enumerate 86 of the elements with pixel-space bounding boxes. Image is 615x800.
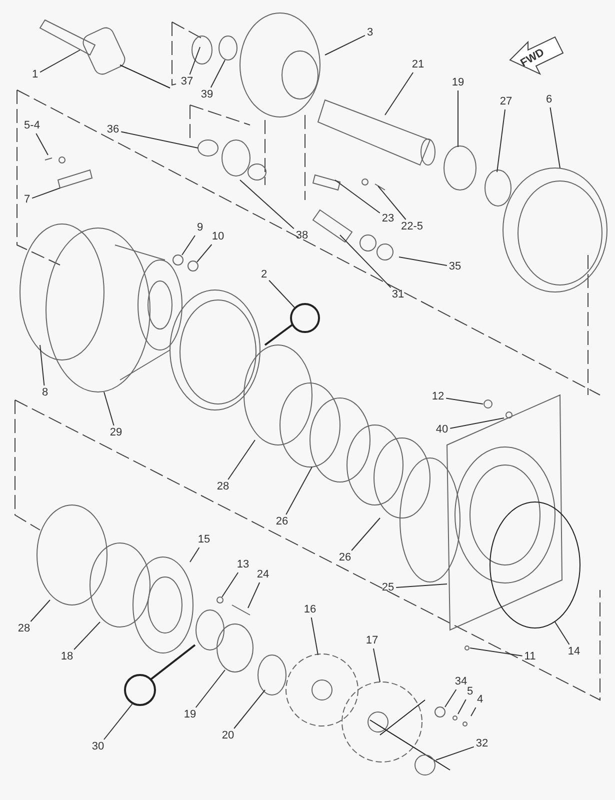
callout-number: 17: [364, 634, 380, 648]
callout-number: 35: [448, 260, 462, 274]
leader-line: [182, 235, 196, 256]
leader-line: [458, 699, 466, 714]
leader-line: [36, 133, 48, 156]
callout-number: 19: [182, 708, 198, 722]
callout-number: 26: [338, 552, 352, 564]
leader-line: [554, 622, 570, 645]
callout-number: 25: [380, 582, 396, 594]
leader-line: [444, 689, 457, 708]
leader-line: [196, 244, 212, 262]
callout-number: 5-4: [23, 120, 41, 132]
leader-line: [74, 622, 100, 650]
leader-line: [351, 518, 380, 551]
callout-number: 30: [90, 740, 106, 754]
callout-number: 38: [294, 230, 310, 242]
leader-line: [40, 50, 80, 73]
leader-line: [286, 466, 312, 515]
callout-number: 12: [430, 390, 446, 404]
callout-number: 21: [410, 58, 426, 72]
leader-line: [436, 746, 474, 760]
leader-line: [496, 109, 506, 172]
leader-line: [268, 280, 296, 308]
callout-number: 34: [454, 676, 468, 688]
callout-number: 26: [274, 516, 290, 528]
callout-number: 22-5: [400, 220, 424, 234]
leader-line: [120, 131, 198, 148]
callout-number: 23: [380, 212, 396, 226]
leader-line: [334, 180, 380, 214]
callout-number: 20: [220, 730, 236, 742]
callout-number: 2: [260, 268, 268, 282]
callout-number: 19: [450, 76, 466, 90]
callout-number: 16: [302, 604, 318, 616]
leader-line: [30, 600, 50, 622]
callout-number: 11: [523, 650, 537, 664]
leader-line: [450, 418, 504, 429]
callout-number: 3: [366, 26, 374, 40]
leader-line: [378, 186, 406, 220]
leader-line: [324, 34, 366, 56]
callout-number: 10: [210, 230, 226, 244]
leader-line: [103, 702, 134, 740]
leader-line: [310, 617, 318, 656]
callout-number: 40: [434, 424, 450, 436]
callout-number: 28: [16, 622, 32, 636]
leader-line: [396, 584, 448, 588]
direction-label: FWD: [518, 46, 546, 70]
callout-number: 7: [22, 194, 32, 206]
leader-line: [384, 72, 414, 116]
callout-number: 36: [106, 124, 120, 136]
leader-line: [32, 188, 60, 199]
callout-number: 4: [476, 694, 484, 706]
leader-line: [470, 707, 476, 716]
callout-number: 18: [60, 650, 74, 664]
leader-line: [234, 690, 266, 729]
callout-number: 13: [236, 558, 250, 572]
leader-line: [248, 582, 260, 608]
leader-line: [40, 344, 45, 386]
leader-line: [470, 648, 523, 656]
callout-number: 37: [180, 76, 194, 88]
callout-number: 28: [216, 480, 230, 494]
leader-line: [340, 234, 392, 288]
leader-line: [210, 60, 226, 88]
leader-line: [398, 256, 448, 266]
callout-number: 8: [40, 386, 50, 400]
leader-line: [446, 398, 484, 404]
leader-line: [372, 648, 380, 682]
callout-number: 1: [30, 68, 40, 82]
callout-number: 27: [498, 96, 514, 108]
leader-line: [240, 180, 294, 230]
callout-number: 6: [544, 94, 554, 106]
callout-number: 15: [196, 534, 212, 546]
leader-line: [228, 440, 256, 480]
leader-line: [104, 392, 114, 426]
callout-number: 5: [466, 686, 474, 698]
callout-number: 29: [108, 426, 124, 440]
callout-number: 32: [474, 738, 490, 750]
callout-number: 9: [196, 222, 204, 234]
callout-number: 14: [566, 646, 582, 658]
callout-number: 24: [256, 568, 270, 582]
leader-line: [190, 547, 200, 562]
callout-number: 31: [390, 288, 406, 302]
leader-line: [550, 107, 560, 168]
leader-line: [189, 46, 200, 75]
leader-line: [222, 572, 239, 598]
leader-line: [195, 670, 226, 708]
callout-number: 39: [200, 88, 214, 102]
